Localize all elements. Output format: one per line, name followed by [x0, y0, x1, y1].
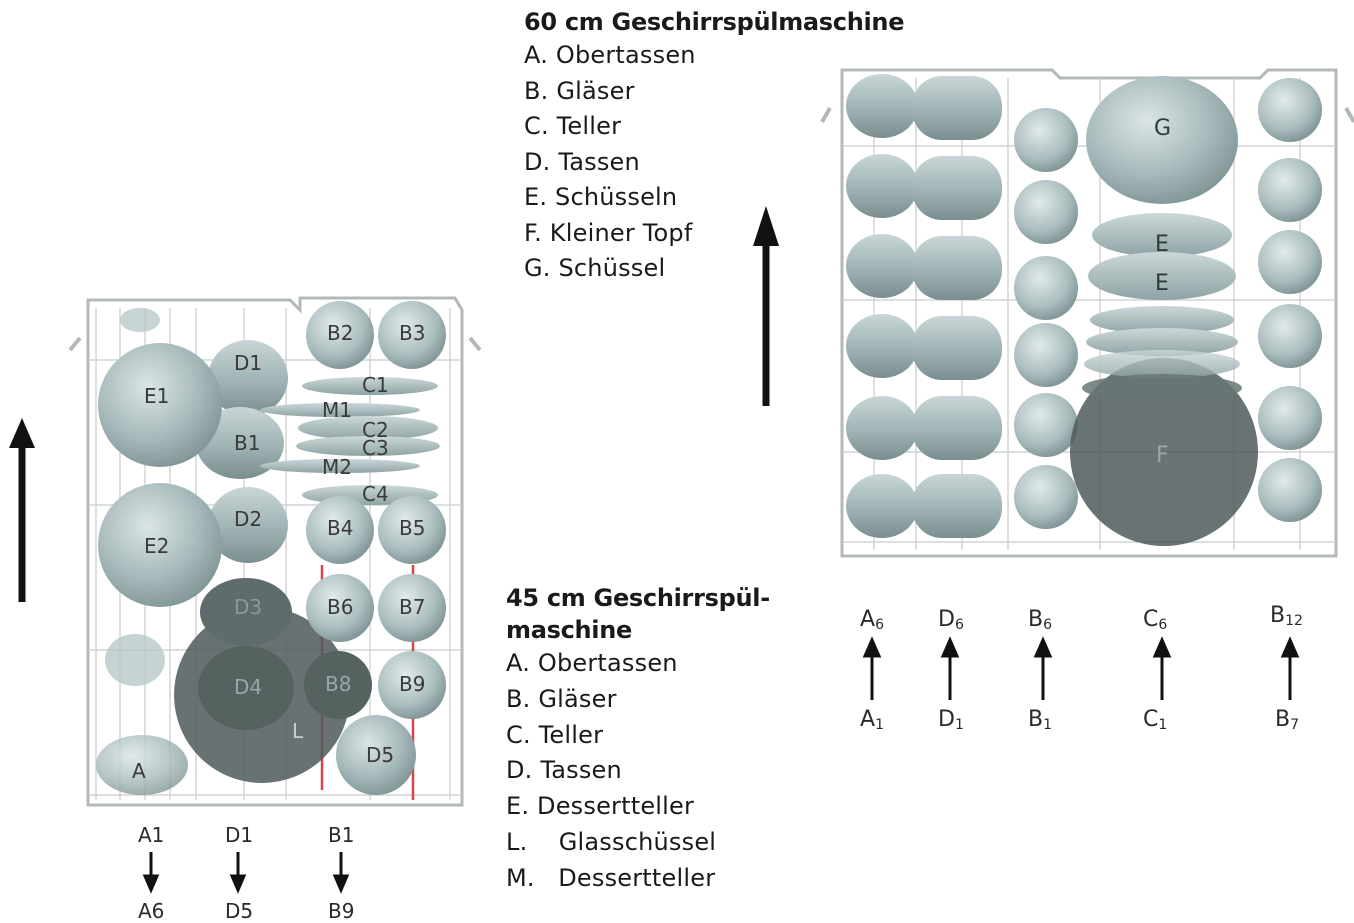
- label-b2: B2: [327, 321, 353, 345]
- label-b4: B4: [327, 516, 353, 540]
- direction-arrow-45cm-head: [9, 418, 35, 448]
- label-b1: B1: [234, 431, 260, 455]
- label-f: F: [1156, 443, 1169, 468]
- label-d3: D3: [234, 595, 262, 619]
- label-g: G: [1154, 116, 1171, 141]
- order-45-from-d: D1: [225, 823, 253, 847]
- label-l: L: [292, 719, 304, 743]
- order-60-from-b: B1: [1028, 707, 1052, 733]
- order-60-from-c: C1: [1143, 707, 1167, 733]
- label-e2: E2: [144, 534, 169, 558]
- label-e-bottom: E: [1155, 271, 1169, 296]
- order-45-from-b: B1: [328, 823, 354, 847]
- order-60-to-b12: B12: [1270, 603, 1303, 629]
- order-60-from-a: A1: [860, 707, 884, 733]
- label-a: A: [132, 759, 146, 783]
- order-60-to-b: B6: [1028, 607, 1052, 633]
- label-m1: M1: [322, 398, 352, 422]
- order-45-from-a: A1: [138, 823, 164, 847]
- label-e-top: E: [1155, 232, 1169, 257]
- order-60-to-a: A6: [860, 607, 884, 633]
- rack-45cm: E1 E2 D1 D2 D3 D4 D5 B1 B2 B3 B4 B5 B6 B…: [9, 298, 480, 923]
- label-b9: B9: [399, 672, 425, 696]
- label-c3: C3: [362, 436, 389, 460]
- label-b8: B8: [325, 672, 351, 696]
- label-d2: D2: [234, 507, 262, 531]
- label-b3: B3: [399, 321, 425, 345]
- order-60-to-c: C6: [1143, 607, 1167, 633]
- label-d4: D4: [234, 675, 262, 699]
- label-b5: B5: [399, 516, 425, 540]
- label-m2: M2: [322, 455, 352, 479]
- order-60-arrows: [865, 640, 1297, 700]
- rack-60cm: G E E F A6 A1 D6 D1 B6 B1 C6 C1 B12 B7: [753, 70, 1354, 733]
- plates-60cm-c: [1082, 306, 1242, 402]
- order-60-from-d: D1: [938, 707, 964, 733]
- label-c4: C4: [362, 482, 389, 506]
- order-45-arrows: [145, 852, 347, 890]
- direction-arrow-60cm-head: [753, 206, 779, 246]
- label-c1: C1: [362, 373, 389, 397]
- order-45-to-a: A6: [138, 899, 164, 923]
- order-60-from-b7: B7: [1275, 707, 1299, 733]
- label-d1: D1: [234, 351, 262, 375]
- label-b7: B7: [399, 595, 425, 619]
- order-60-to-d: D6: [938, 607, 964, 633]
- order-45-to-b: B9: [328, 899, 354, 923]
- order-45-to-d: D5: [225, 899, 253, 923]
- label-d5: D5: [366, 743, 394, 767]
- label-b6: B6: [327, 595, 353, 619]
- label-e1: E1: [144, 384, 169, 408]
- plates-c-m: [260, 377, 440, 505]
